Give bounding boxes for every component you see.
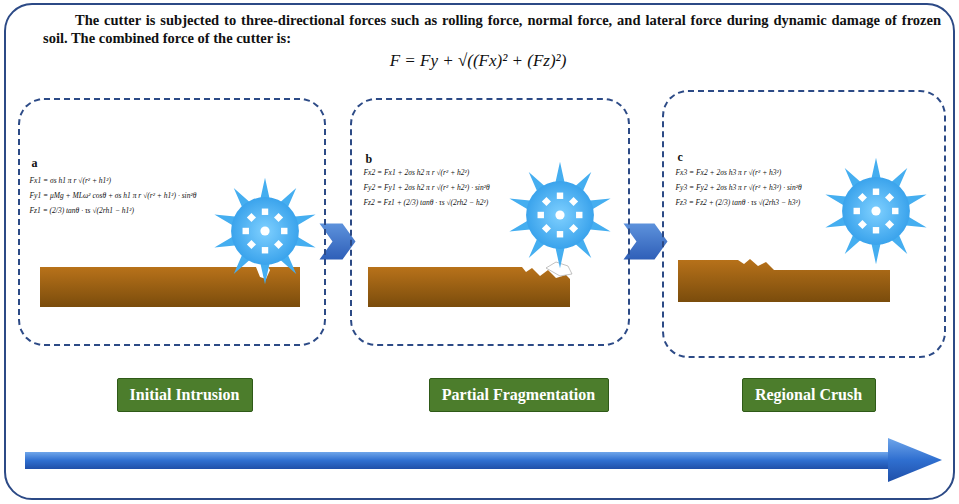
equation: Fy1 = μMg + MLω² cosθ + σs h1 π r √(r² +… <box>30 191 208 200</box>
equation: Fx1 = σs h1 π r √(r² + h1²) <box>30 176 208 185</box>
progress-arrow-shaft <box>25 452 895 469</box>
frozen-soil <box>368 267 570 307</box>
frozen-soil <box>678 259 890 302</box>
cutter <box>509 162 610 268</box>
equation: Fz1 = (2/3) tanθ · τs √(2rh1 − h1²) <box>30 206 208 215</box>
title-text: The cutter is subjected to three-directi… <box>43 11 941 47</box>
equation: Fz2 = Fz1 + (2/3) tanθ · τs √(2rh2 − h2²… <box>364 198 514 207</box>
panel-letter: c <box>678 150 683 165</box>
equation-group: Fx2 = Fx1 + 2σs h2 π r √(r² + h2²) Fy2 = … <box>364 168 514 213</box>
stage-name: Regional Crush <box>755 386 862 403</box>
equation: Fx2 = Fx1 + 2σs h2 π r √(r² + h2²) <box>364 168 514 177</box>
stage-label: Regional Crush <box>742 378 876 412</box>
equation: Fx3 = Fx2 + 2σs h3 π r √(r² + h3²) <box>676 168 828 177</box>
cutter <box>825 158 926 264</box>
progress-arrow-head <box>888 438 942 482</box>
stage-name: Initial Intrusion <box>130 386 240 403</box>
stage-label: Partial Fragmentation <box>429 378 609 412</box>
stage-name: Partial Fragmentation <box>442 386 595 403</box>
stage-box: bFx2 = Fx1 + 2σs h2 π r √(r² + h2²) Fy2 =… <box>350 98 630 346</box>
soil-fragment <box>546 262 572 276</box>
chevron-arrow <box>624 224 668 260</box>
outer-frame: The cutter is subjected to three-directi… <box>4 3 955 500</box>
equation: Fy3 = Fy2 + 2σs h3 π r √(r² + h3²) · sin… <box>676 183 828 192</box>
stage-label: Initial Intrusion <box>117 378 253 412</box>
equation: Fy2 = Fy1 + 2σs h2 π r √(r² + h2²) · sin… <box>364 183 514 192</box>
stage-box: aFx1 = σs h1 π r √(r² + h1²) Fy1 = μMg + … <box>18 98 326 346</box>
frozen-soil <box>40 267 300 307</box>
cutter <box>214 178 315 284</box>
panel-letter: a <box>32 156 38 171</box>
formula-text: F = Fy + √((Fx)² + (Fz)²) <box>6 51 950 71</box>
equation-group: Fx1 = σs h1 π r √(r² + h1²) Fy1 = μMg + M… <box>30 176 208 221</box>
equation: Fz3 = Fz2 + (2/3) tanθ · τs √(2rh3 − h3²… <box>676 198 828 207</box>
stage-box: cFx3 = Fx2 + 2σs h3 π r √(r² + h3²) Fy3 =… <box>662 90 946 358</box>
equation-group: Fx3 = Fx2 + 2σs h3 π r √(r² + h3²) Fy3 = … <box>676 168 828 213</box>
panel-letter: b <box>366 152 373 167</box>
